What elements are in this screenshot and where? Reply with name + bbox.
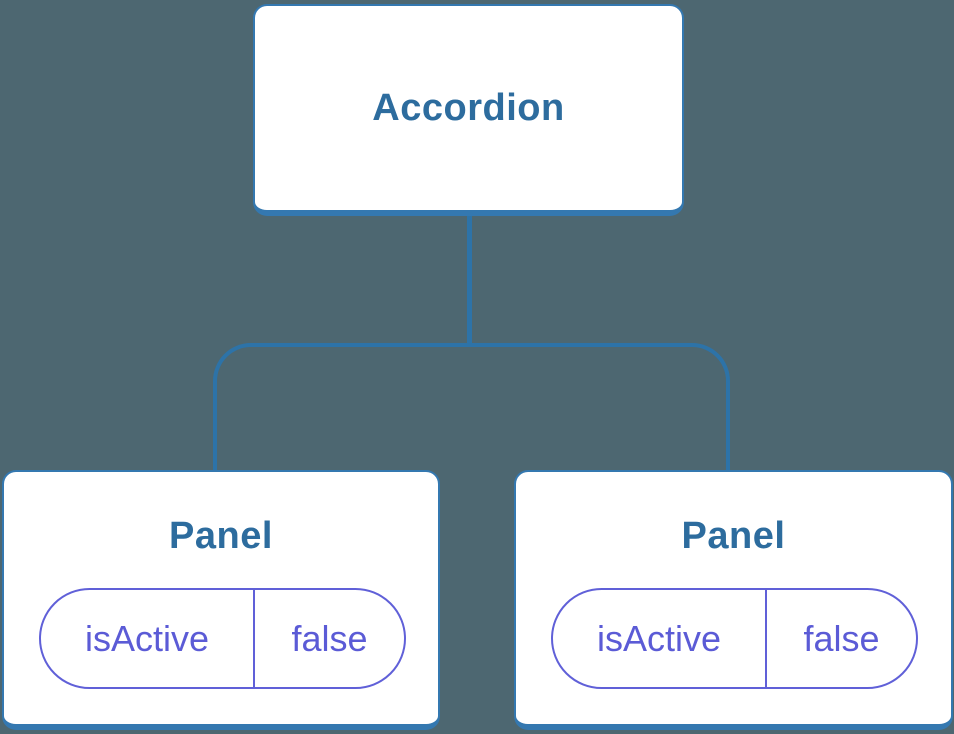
accordion-node-label: Accordion xyxy=(372,86,565,129)
state-value-label: false xyxy=(803,617,880,659)
panel-node-label: Panel xyxy=(681,515,786,557)
state-key-label: isActive xyxy=(553,590,767,687)
connector-stem xyxy=(467,216,472,345)
state-value-label: false xyxy=(291,617,368,659)
connector-branch-bracket xyxy=(213,343,730,472)
state-pill: isActive false xyxy=(39,588,406,689)
panel-node-label: Panel xyxy=(169,515,273,557)
state-pill: isActive false xyxy=(551,588,918,689)
state-key-label: isActive xyxy=(41,590,255,687)
panel-node-right: Panel isActive false xyxy=(514,470,953,730)
panel-node-left: Panel isActive false xyxy=(2,470,440,730)
accordion-node: Accordion xyxy=(253,4,684,216)
